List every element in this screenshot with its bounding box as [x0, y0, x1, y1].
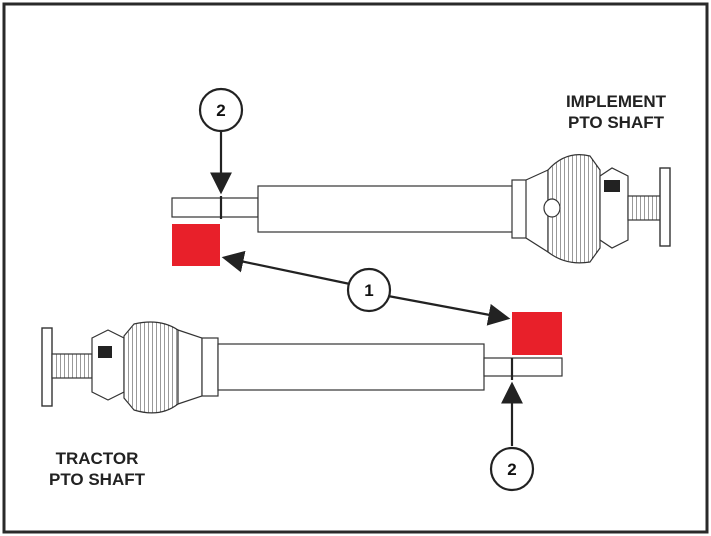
callout-top-number: 2 [216, 101, 225, 120]
callout-center-number: 1 [364, 281, 373, 300]
tractor-label-line1: TRACTOR [55, 449, 139, 468]
implement-flange [659, 167, 671, 247]
implement-yoke-detail [604, 180, 620, 192]
callout-center-arrow-left [221, 250, 351, 286]
implement-red-marker [172, 224, 220, 266]
implement-inner-tube [171, 197, 259, 218]
implement-pto-shaft-label: IMPLEMENT PTO SHAFT [536, 91, 696, 133]
tractor-pto-shaft-label: TRACTOR PTO SHAFT [22, 448, 172, 490]
tractor-label-line2: PTO SHAFT [48, 470, 146, 489]
implement-shield-bell [547, 154, 601, 264]
tractor-flange [41, 327, 53, 407]
tractor-pto-shaft [41, 321, 563, 414]
tractor-shield-bell [123, 321, 179, 414]
tractor-red-marker [512, 312, 562, 355]
implement-outer-tube [257, 185, 517, 233]
tractor-yoke-detail [98, 346, 112, 358]
tractor-shield-cone [177, 329, 203, 405]
tractor-yoke [91, 329, 125, 401]
implement-label-line2: PTO SHAFT [567, 113, 665, 132]
tractor-collar [201, 337, 219, 397]
tractor-spline [51, 353, 93, 379]
callout-bottom-number: 2 [507, 460, 516, 479]
implement-pto-shaft [171, 154, 671, 264]
callout-top-circle [198, 87, 244, 133]
callout-center-circle [346, 267, 392, 313]
implement-grease-fitting [543, 198, 561, 218]
implement-label-line1: IMPLEMENT [565, 92, 667, 111]
callout-bottom-2: 2 [489, 358, 535, 492]
tractor-outer-tube [217, 343, 485, 391]
callout-bottom-circle [489, 446, 535, 492]
tractor-inner-tube [483, 357, 563, 377]
callout-center-1: 1 [221, 250, 511, 326]
callout-center-arrow-right [387, 294, 511, 326]
implement-spline [627, 195, 663, 221]
callout-top-2: 2 [198, 87, 244, 219]
